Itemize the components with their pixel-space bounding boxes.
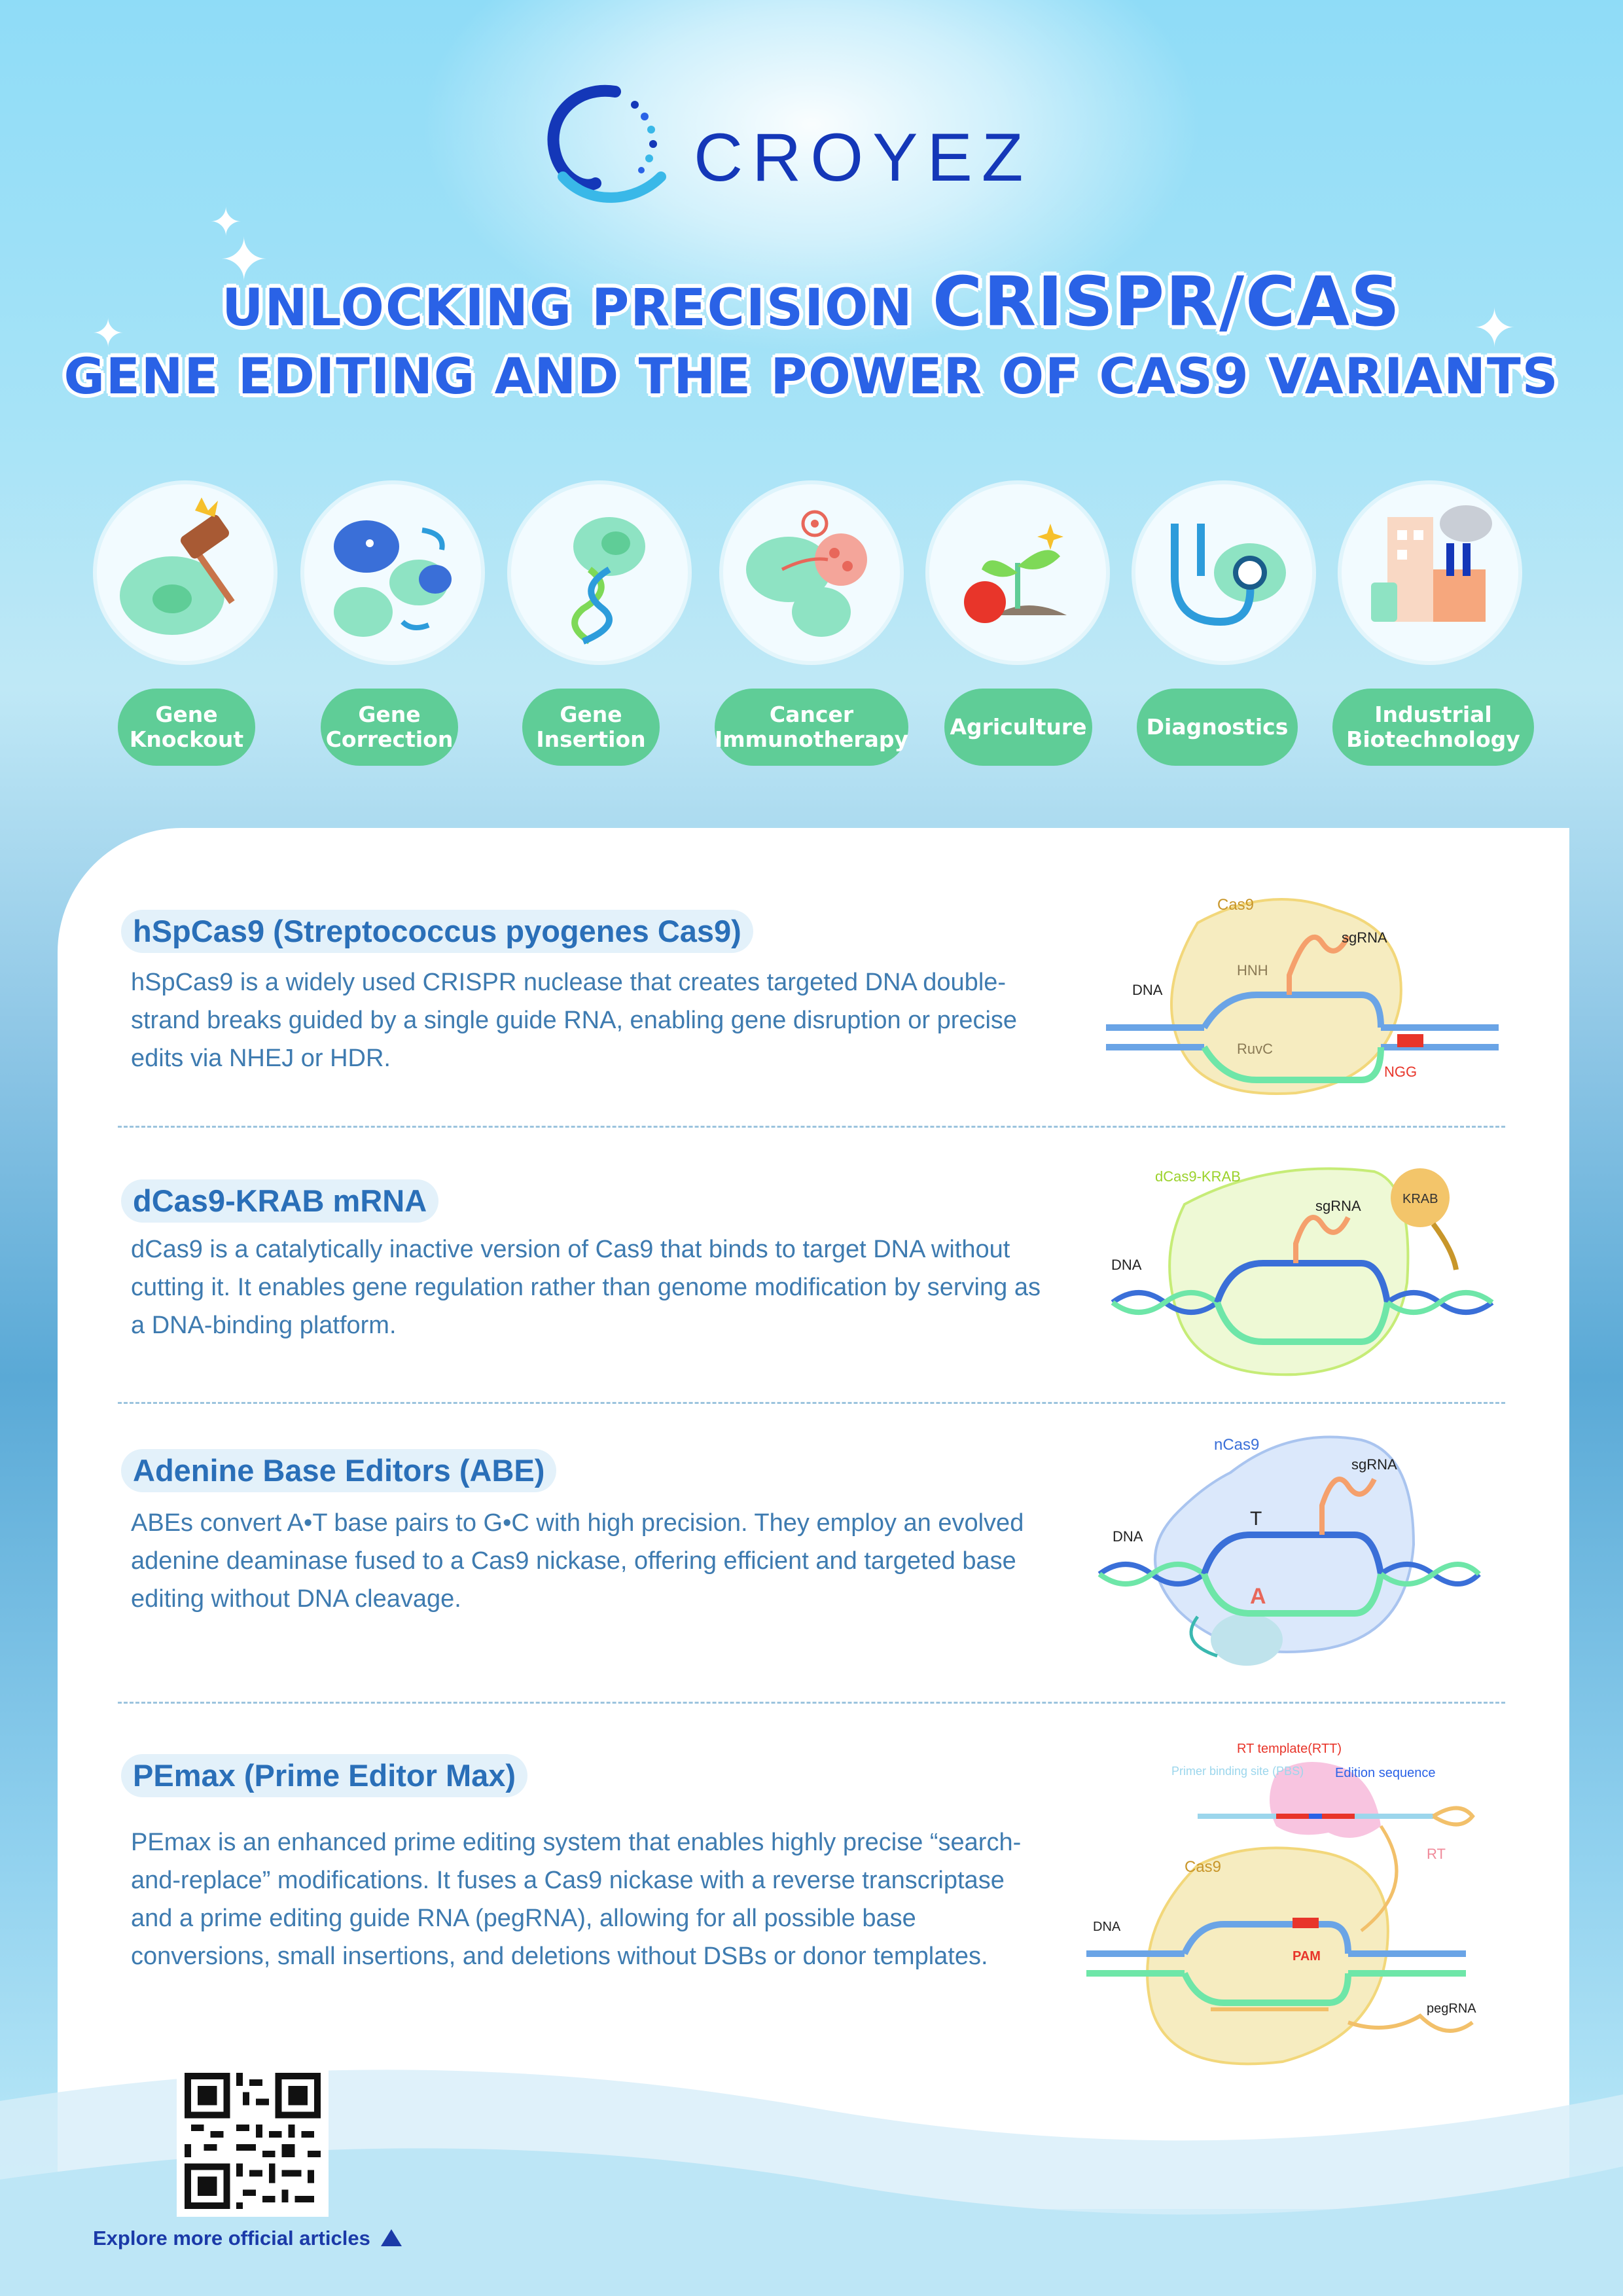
- diagnostics-illustration: [1135, 484, 1312, 661]
- rt-label: RT: [1427, 1846, 1446, 1862]
- title-highlight: CRISPR/CAS: [932, 262, 1401, 342]
- edit-sequence-label: Edition sequence: [1335, 1766, 1435, 1780]
- base-t-label: T: [1250, 1508, 1262, 1530]
- bottom-wave: [0, 2070, 1623, 2296]
- target-cell-icon: [746, 510, 867, 637]
- sgrna-label: sgRNA: [1351, 1456, 1397, 1473]
- qr-code[interactable]: [177, 2065, 329, 2217]
- sparkle-icon: ✦: [1508, 350, 1536, 388]
- dna-helix-icon: [571, 517, 645, 645]
- hammer-cell-icon: [120, 497, 235, 635]
- cas9-label: Cas9: [1185, 1858, 1221, 1876]
- gene-correction-illustration: [304, 484, 481, 661]
- section-heading-pemax: PEmax (Prime Editor Max): [121, 1754, 528, 1797]
- plant-apple-icon: [964, 524, 1067, 623]
- pemax-diagram: RT template(RTT) Primer binding site (PB…: [1086, 1742, 1476, 2066]
- section-body-pemax: PEmax is an enhanced prime editing syste…: [131, 1829, 1022, 1970]
- title-prefix: UNLOCKING PRECISION: [222, 279, 933, 338]
- app-pill-gene-knockout: Gene Knockout: [118, 689, 255, 766]
- gene-insertion-illustration: [511, 484, 688, 661]
- agriculture-illustration: [929, 484, 1106, 661]
- page-title-line-1: UNLOCKING PRECISION CRISPR/CAS: [0, 262, 1623, 342]
- triangle-up-icon: [380, 2229, 402, 2246]
- section-body-abe: ABEs convert A•T base pairs to G•C with …: [131, 1509, 1024, 1613]
- ncas9-label: nCas9: [1214, 1436, 1259, 1454]
- app-pill-industrial-biotechnology: Industrial Biotechnology: [1332, 689, 1534, 766]
- section-heading-abe: Adenine Base Editors (ABE): [121, 1449, 557, 1492]
- base-a-label: A: [1250, 1584, 1266, 1609]
- app-pill-agriculture: Agriculture: [944, 689, 1092, 766]
- sparkle-icon: ✦: [92, 311, 125, 357]
- rtt-label: RT template(RTT): [1237, 1742, 1342, 1756]
- dcas9-krab-diagram: dCas9-KRAB sgRNA DNA KRAB: [1111, 1167, 1494, 1376]
- page-title-line-2: GENE EDITING AND THE POWER OF CAS9 VARIA…: [63, 347, 1560, 405]
- dna-label: DNA: [1132, 982, 1163, 998]
- sparkle-icon: ✦: [219, 226, 269, 295]
- section-divider: [118, 1126, 1505, 1128]
- section-divider: [118, 1702, 1505, 1704]
- app-pill-gene-insertion: Gene Insertion: [522, 689, 660, 766]
- dna-label: DNA: [1113, 1528, 1143, 1545]
- dna-label: DNA: [1111, 1257, 1142, 1273]
- sgrna-label: sgRNA: [1315, 1198, 1361, 1214]
- dna-label: DNA: [1093, 1920, 1121, 1934]
- stethoscope-icon: [1171, 524, 1286, 626]
- app-pill-diagnostics: Diagnostics: [1137, 689, 1298, 766]
- section-heading-hspcas9: hSpCas9 (Streptococcus pyogenes Cas9): [121, 910, 753, 953]
- brand-logo: CROYEZ: [537, 79, 1073, 209]
- app-pill-cancer-immunotherapy: Cancer Immunotherapy: [715, 689, 908, 766]
- cas9-label: Cas9: [1217, 896, 1254, 914]
- hspcas9-diagram: Cas9 sgRNA DNA HNH RuvC NGG: [1106, 896, 1499, 1095]
- croyez-mark-icon: [547, 84, 666, 203]
- sgrna-label: sgRNA: [1342, 929, 1387, 946]
- section-divider: [118, 1402, 1505, 1404]
- ngg-label: NGG: [1384, 1064, 1417, 1080]
- section-body-dcas9-krab: dCas9 is a catalytically inactive versio…: [131, 1236, 1041, 1339]
- sparkle-icon: ✦: [1472, 298, 1517, 359]
- explore-articles-link[interactable]: Explore more official articles: [93, 2227, 402, 2250]
- pegrna-label: pegRNA: [1427, 2001, 1476, 2016]
- abe-diagram: nCas9 sgRNA DNA T A: [1097, 1435, 1481, 1666]
- app-pill-gene-correction: Gene Correction: [321, 689, 458, 766]
- industrial-biotechnology-illustration: [1342, 484, 1518, 661]
- section-body-hspcas9: hSpCas9 is a widely used CRISPR nuclease…: [131, 969, 1018, 1072]
- krab-label: KRAB: [1402, 1192, 1438, 1206]
- qr-code-icon: [185, 2073, 321, 2209]
- cancer-immunotherapy-illustration: [723, 484, 900, 661]
- dcas9-krab-label: dCas9-KRAB: [1155, 1168, 1241, 1185]
- pbs-label: Primer binding site (PBS): [1171, 1765, 1304, 1778]
- pam-label: PAM: [1293, 1949, 1321, 1964]
- explore-articles-label: Explore more official articles: [93, 2227, 370, 2250]
- factory-icon: [1371, 505, 1492, 622]
- hnh-label: HNH: [1237, 962, 1268, 978]
- section-heading-dcas9-krab: dCas9-KRAB mRNA: [121, 1179, 439, 1223]
- sparkle-icon: ✦: [209, 200, 243, 245]
- brand-name: CROYEZ: [694, 120, 1033, 196]
- gene-knockout-illustration: [97, 484, 274, 661]
- header-glow: [419, 0, 1204, 353]
- ruvc-label: RuvC: [1237, 1041, 1273, 1057]
- virus-cell-icon: [334, 520, 452, 637]
